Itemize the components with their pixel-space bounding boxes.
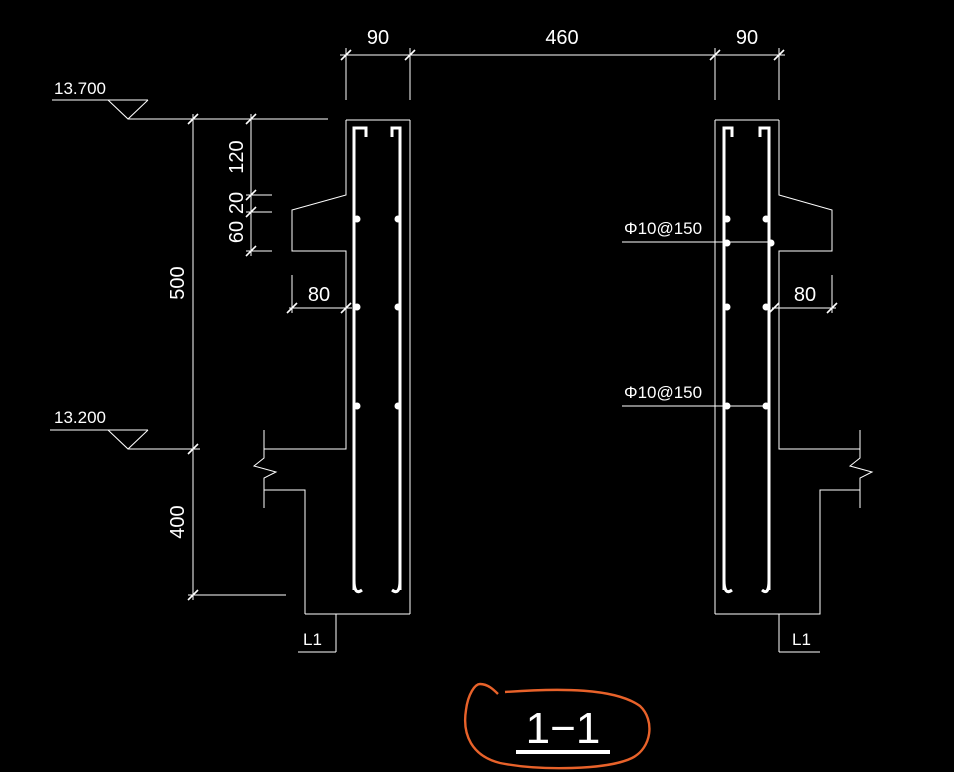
beam-label-right: L1 <box>792 630 811 649</box>
rebar-label-lower: Φ10@150 <box>624 383 702 402</box>
level-mark-upper: 13.700 <box>52 79 328 120</box>
highlight-circle <box>463 682 651 770</box>
dim-corbel-right: 80 <box>794 284 816 306</box>
dim-20: 20 <box>226 192 248 214</box>
dim-top-left: 90 <box>367 27 389 49</box>
dim-top-middle: 460 <box>545 27 578 49</box>
section-title-text: 1−1 <box>526 704 601 753</box>
left-wall-section: 80 L1 <box>252 119 411 653</box>
rebar-label-upper: Φ10@150 <box>624 219 702 238</box>
level-upper-text: 13.700 <box>54 79 106 98</box>
level-lower-text: 13.200 <box>54 408 106 427</box>
dim-500: 500 <box>167 266 189 299</box>
level-mark-lower: 13.200 <box>50 408 200 450</box>
left-dimension-chain: 500 400 120 20 60 <box>167 113 286 601</box>
dim-corbel-left: 80 <box>308 284 330 306</box>
beam-label-left: L1 <box>303 630 322 649</box>
dim-60: 60 <box>226 221 248 243</box>
section-title: 1−1 <box>516 704 610 754</box>
dim-400: 400 <box>167 505 189 538</box>
dim-120: 120 <box>226 140 248 173</box>
dim-top-right: 90 <box>736 27 758 49</box>
top-dimension-chain: 90 460 90 <box>340 27 785 100</box>
right-wall-section: Φ10@150 Φ10@150 80 L1 <box>622 119 874 653</box>
